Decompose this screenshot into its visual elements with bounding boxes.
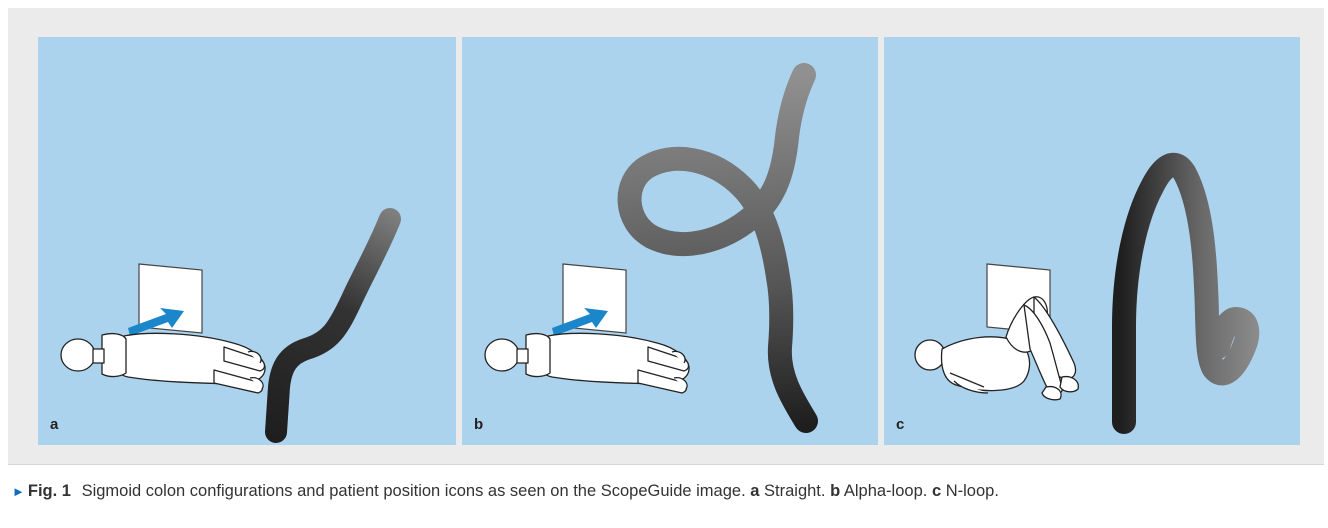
panel-b-illustration (462, 37, 878, 445)
caption-part-letter-b: b (830, 482, 840, 500)
caption-divider (8, 464, 1324, 465)
panel-c-illustration (884, 37, 1300, 445)
caption-part-letter-a: a (750, 482, 759, 500)
patient-supine-icon (485, 333, 689, 393)
figure-caption: ►Fig. 1 Sigmoid colon configurations and… (12, 480, 1312, 503)
panel-c: c (884, 37, 1300, 445)
panel-letter-c: c (896, 416, 904, 433)
caption-part-text-a: Straight. (764, 482, 825, 500)
caption-part-text-b: Alpha-loop. (844, 482, 927, 500)
panel-letter-a: a (50, 416, 58, 433)
caption-part-text-c: N-loop. (946, 482, 999, 500)
caption-arrow-icon: ► (12, 484, 25, 499)
panel-letter-b: b (474, 416, 483, 433)
scope-straight (276, 219, 390, 432)
panel-b: b (462, 37, 878, 445)
caption-text: Sigmoid colon configurations and patient… (82, 482, 746, 500)
scope-n-loop (1124, 165, 1247, 422)
caption-part-letter-c: c (932, 482, 941, 500)
panel-a-illustration (38, 37, 456, 445)
panel-a: a (38, 37, 456, 445)
figure-label: Fig. 1 (28, 482, 71, 500)
figure-frame: a (8, 8, 1324, 464)
patient-supine-icon (61, 333, 265, 393)
